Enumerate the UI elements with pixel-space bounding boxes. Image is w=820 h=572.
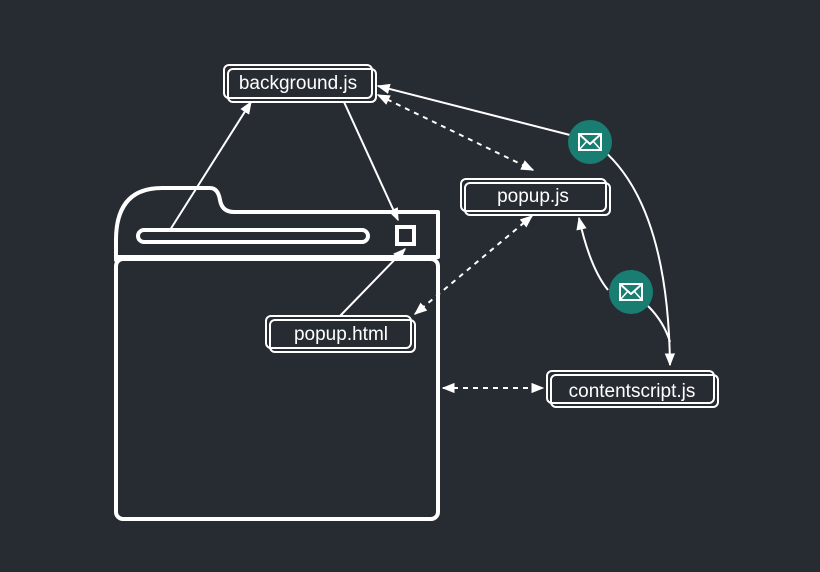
address-bar-to-background-arrow	[169, 100, 252, 231]
extension-action-icon[interactable]	[395, 225, 416, 246]
message-to-popup-js-arrow	[576, 216, 609, 291]
background-to-action-arrow	[343, 101, 399, 222]
background-popup-js-dashed-arrow	[376, 94, 535, 171]
browser-window	[114, 186, 440, 521]
popup-js-popup-html-dashed-arrow	[414, 215, 533, 315]
envelope-icon	[609, 270, 653, 314]
background-js-label: background.js	[239, 73, 357, 94]
popup-js-to-contentscript-message-curve	[647, 305, 671, 343]
browser-content-area	[114, 257, 440, 521]
node-popup-js: popup.js	[460, 178, 611, 216]
node-popup-html: popup.html	[265, 315, 416, 353]
contentscript-js-label: contentscript.js	[569, 381, 696, 402]
message-to-background-arrow	[376, 83, 571, 136]
envelope-icon	[568, 120, 612, 164]
popup-html-label: popup.html	[294, 324, 388, 345]
address-bar[interactable]	[136, 228, 370, 244]
popup-html-to-action-arrow	[339, 248, 406, 317]
node-background-js: background.js	[223, 64, 377, 103]
browser-tab-bar	[114, 186, 440, 262]
node-contentscript-js: contentscript.js	[546, 370, 719, 408]
popup-js-label: popup.js	[497, 186, 569, 207]
background-to-contentscript-message-curve	[596, 144, 676, 367]
dashed-connectors	[376, 94, 545, 394]
